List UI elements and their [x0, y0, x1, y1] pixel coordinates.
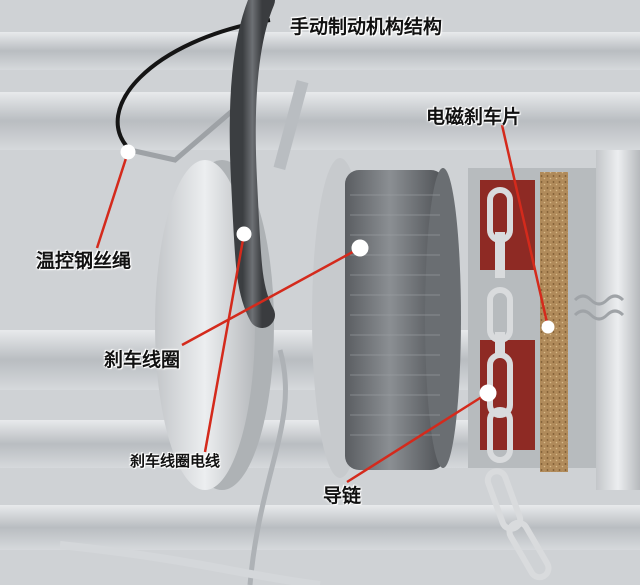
leader-brake-coil	[181, 246, 361, 347]
label-brake-pad: 电磁刹车片	[426, 106, 522, 128]
temp-cable-wire	[115, 18, 271, 152]
coil-windings	[350, 194, 440, 436]
end-cap	[596, 150, 640, 490]
marker-dots	[120, 144, 555, 402]
bottom-conduit	[59, 541, 321, 585]
marker-coil-wire	[236, 226, 252, 242]
leader-temp-cable	[95, 151, 130, 249]
label-guide-chain: 导链	[323, 485, 362, 507]
leader-lines	[95, 124, 550, 484]
label-coil-wire: 刹车线圈电线	[130, 452, 221, 470]
lower-wire	[247, 349, 289, 585]
mounting-bolt	[273, 79, 309, 171]
label-temp-cable: 温控钢丝绳	[36, 250, 132, 272]
label-brake-coil: 刹车线圈	[104, 349, 181, 371]
leader-brake-pad	[500, 124, 550, 328]
marker-temp-cable	[120, 144, 136, 160]
rail-top	[0, 32, 640, 70]
rail-upper	[0, 92, 640, 150]
guide-chain	[484, 187, 552, 581]
coil-power-cable	[229, 0, 275, 328]
marker-guide-chain	[479, 384, 497, 402]
leader-coil-wire	[203, 233, 246, 453]
leader-guide-chain	[346, 391, 489, 484]
marker-brake-coil	[351, 239, 369, 257]
figure-title: 手动制动机构结构	[290, 16, 443, 38]
rail-bottom	[0, 505, 640, 550]
spring	[573, 294, 625, 321]
marker-brake-pad	[541, 320, 555, 334]
housing-disc	[155, 160, 255, 490]
coil-end	[425, 168, 461, 468]
cable-bracket	[129, 98, 247, 163]
